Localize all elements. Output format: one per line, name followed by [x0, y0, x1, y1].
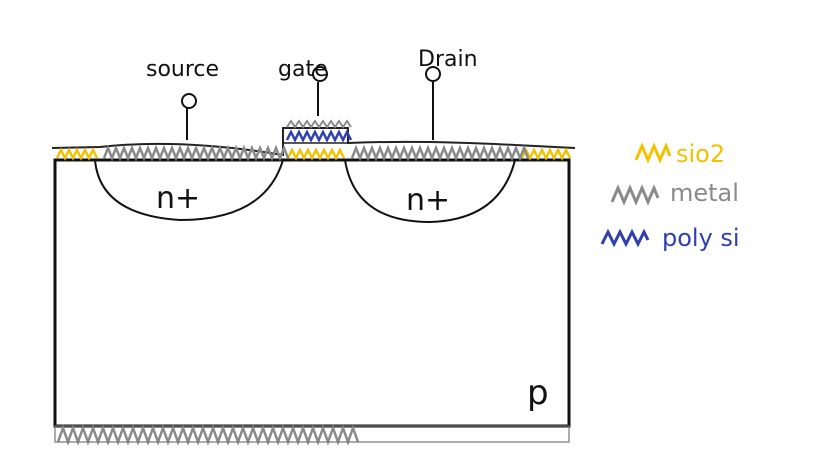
gate-terminal-node: [312, 66, 328, 82]
p-substrate-label: p: [527, 373, 549, 413]
metal-gate-top-hatch: [286, 119, 352, 129]
metal-bottom-hatch: [56, 424, 360, 446]
legend-sio2-label: sio2: [676, 140, 725, 168]
n-plus-drain-well: [344, 159, 516, 224]
source-terminal-node: [181, 93, 197, 109]
n-plus-source-well: [94, 159, 284, 222]
bottom-contact-outline: [54, 425, 570, 443]
legend-sio2-swatch: [634, 142, 672, 164]
metal-source-hatch: [102, 144, 290, 162]
legend-polysi-swatch: [600, 228, 650, 248]
surface-outline: [51, 127, 576, 157]
sio2-right-hatch: [520, 147, 572, 161]
sio2-left-hatch: [55, 147, 99, 161]
legend: sio2 metal poly si: [600, 140, 740, 252]
gate-label: gate: [278, 57, 328, 82]
drain-label: Drain: [418, 47, 478, 72]
sio2-gate-hatch: [286, 147, 346, 161]
n-plus-drain-label: n+: [406, 183, 450, 218]
drain-terminal-node: [425, 66, 441, 82]
source-label: source: [146, 57, 219, 82]
legend-metal-label: metal: [670, 179, 739, 207]
n-plus-source-label: n+: [156, 181, 200, 216]
legend-metal-swatch: [610, 184, 660, 206]
metal-drain-hatch: [350, 144, 530, 162]
legend-polysi-label: poly si: [662, 224, 740, 252]
polysi-gate-hatch: [285, 129, 353, 143]
